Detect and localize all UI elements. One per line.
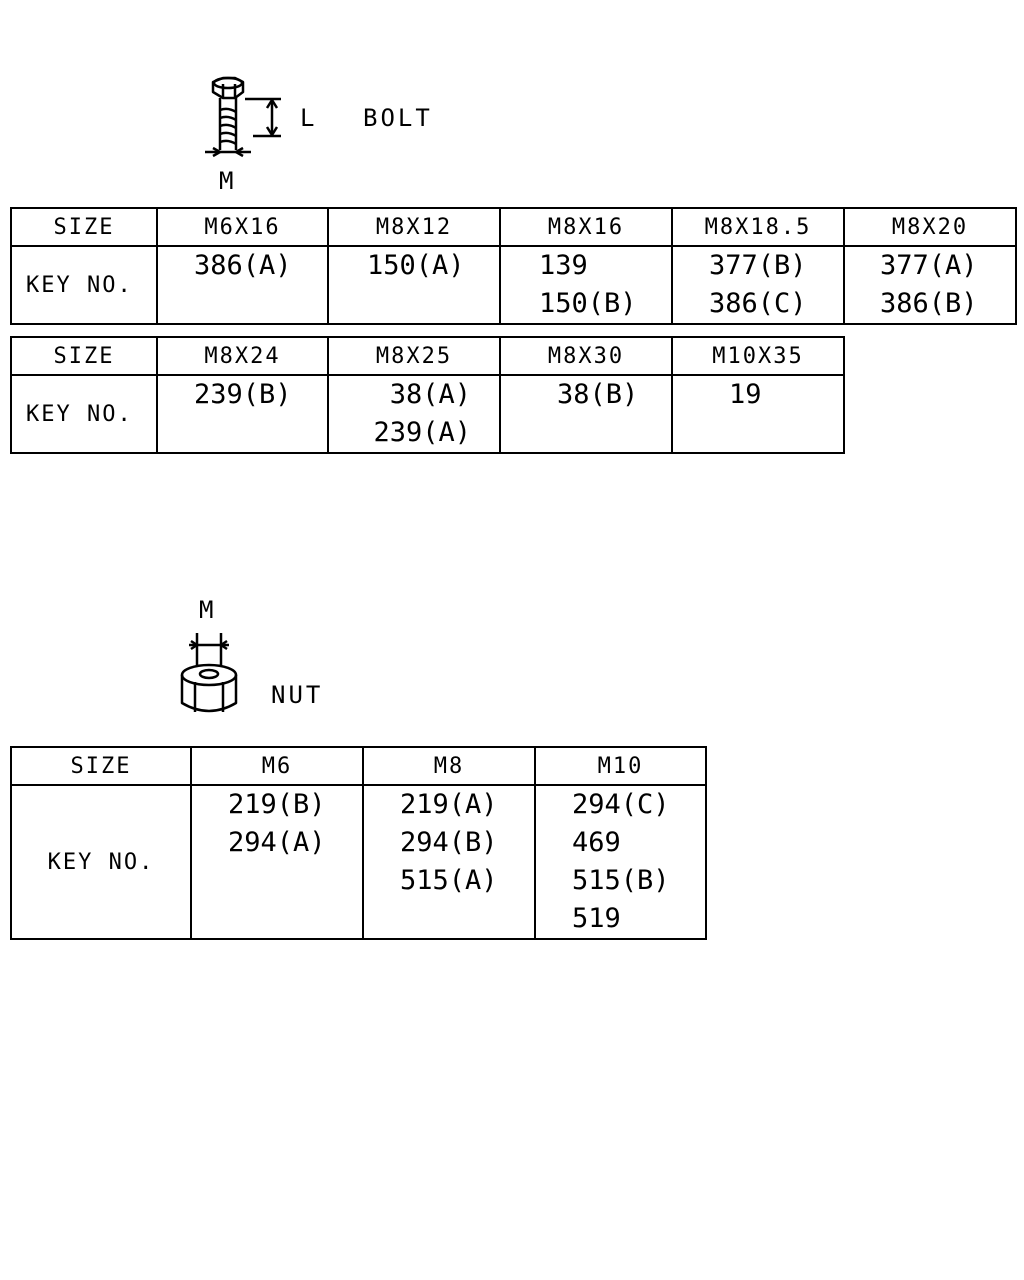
key-cell: 38(B) — [499, 374, 673, 454]
bolt-size-table-1: SIZE M6X16 M8X12 M8X16 M8X18.5 M8X20 KEY… — [10, 207, 1017, 325]
key-number: 239(A) — [373, 417, 471, 448]
key-number: 150(B) — [539, 288, 637, 319]
key-number: 469 — [572, 827, 621, 858]
size-header: SIZE — [10, 336, 158, 376]
key-number: 377(A) — [880, 250, 978, 281]
key-cell: 219(A) 294(B) 515(A) — [362, 784, 536, 940]
key-cell: 294(C) 469 515(B) 519 — [534, 784, 707, 940]
bolt-length-label: L — [300, 104, 318, 132]
size-header: SIZE — [10, 207, 158, 247]
key-row: KEY NO. 239(B) 38(A) 239(A) 38(B) 19 — [10, 374, 845, 454]
key-cell: 219(B) 294(A) — [190, 784, 364, 940]
key-cell: 386(A) — [156, 245, 329, 325]
size-header: SIZE — [10, 746, 192, 786]
key-number: 38(A) — [389, 379, 471, 410]
size-cell: M8X30 — [499, 336, 673, 376]
size-cell: M10X35 — [671, 336, 845, 376]
key-number: 150(A) — [367, 250, 465, 281]
key-number: 19 — [729, 379, 762, 410]
key-no-header: KEY NO. — [10, 374, 158, 454]
nut-size-table: SIZE M6 M8 M10 KEY NO. 219(B) 294(A) 219… — [10, 746, 707, 940]
nut-label: NUT — [271, 681, 324, 709]
key-cell: 38(A) 239(A) — [327, 374, 501, 454]
key-number: 515(B) — [572, 865, 670, 896]
key-row: KEY NO. 219(B) 294(A) 219(A) 294(B) 515(… — [10, 784, 707, 940]
size-cell: M8X24 — [156, 336, 329, 376]
size-cell: M8X25 — [327, 336, 501, 376]
size-cell: M8X12 — [327, 207, 501, 247]
size-cell: M6 — [190, 746, 364, 786]
key-cell: 150(A) — [327, 245, 501, 325]
key-number: 139 — [539, 250, 588, 281]
key-cell: 19 — [671, 374, 845, 454]
key-number: 219(B) — [228, 789, 326, 820]
key-cell: 377(A) 386(B) — [843, 245, 1017, 325]
key-number: 219(A) — [400, 789, 498, 820]
nut-diameter-label: M — [199, 596, 217, 624]
key-number: 386(B) — [880, 288, 978, 319]
bolt-illustration — [205, 76, 281, 158]
key-number: 239(B) — [194, 379, 292, 410]
key-number: 377(B) — [709, 250, 807, 281]
bolt-label: BOLT — [363, 104, 433, 132]
bolt-size-table-2: SIZE M8X24 M8X25 M8X30 M10X35 KEY NO. 23… — [10, 336, 845, 454]
key-cell: 239(B) — [156, 374, 329, 454]
key-number: 38(B) — [557, 379, 639, 410]
key-number: 294(C) — [572, 789, 670, 820]
key-number: 294(B) — [400, 827, 498, 858]
bolt-diameter-label: M — [219, 167, 237, 195]
size-cell: M8X16 — [499, 207, 673, 247]
size-cell: M6X16 — [156, 207, 329, 247]
size-row: SIZE M8X24 M8X25 M8X30 M10X35 — [10, 336, 845, 376]
nut-illustration — [180, 633, 238, 713]
key-cell: 377(B) 386(C) — [671, 245, 845, 325]
size-cell: M8X18.5 — [671, 207, 845, 247]
key-number: 294(A) — [228, 827, 326, 858]
key-number: 386(A) — [194, 250, 292, 281]
size-cell: M8 — [362, 746, 536, 786]
key-number: 386(C) — [709, 288, 807, 319]
key-cell: 139 150(B) — [499, 245, 673, 325]
key-number: 519 — [572, 903, 621, 934]
key-no-header: KEY NO. — [10, 245, 158, 325]
size-cell: M8X20 — [843, 207, 1017, 247]
key-number: 515(A) — [400, 865, 498, 896]
size-row: SIZE M6X16 M8X12 M8X16 M8X18.5 M8X20 — [10, 207, 1017, 247]
key-no-header: KEY NO. — [10, 784, 192, 940]
key-row: KEY NO. 386(A) 150(A) 139 150(B) 377(B) … — [10, 245, 1017, 325]
size-row: SIZE M6 M8 M10 — [10, 746, 707, 786]
size-cell: M10 — [534, 746, 707, 786]
